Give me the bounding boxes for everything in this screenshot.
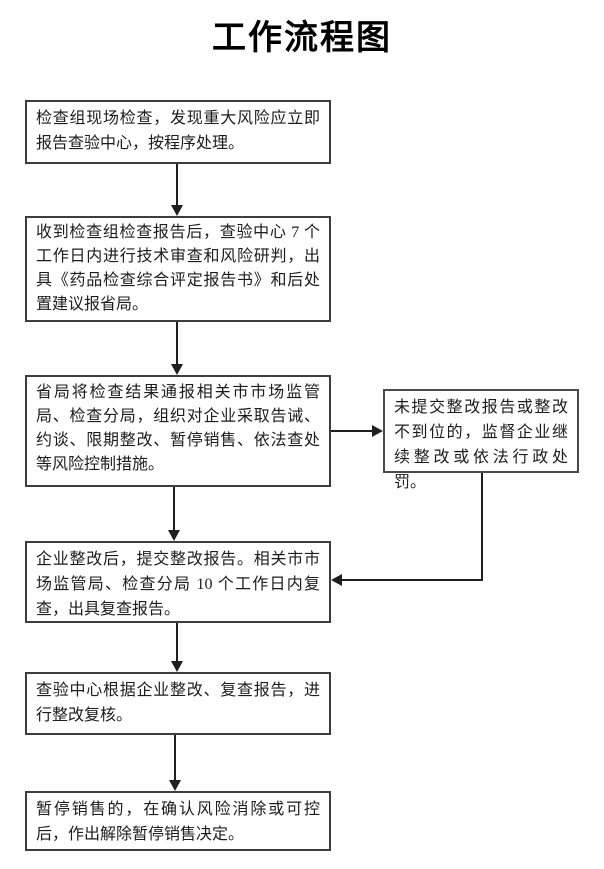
arrow-side-step4-head-icon xyxy=(331,574,342,586)
arrow-step4-step5-head-icon xyxy=(171,661,183,672)
arrow-step3-step4-head-icon xyxy=(168,530,180,541)
arrow-step3-side-line xyxy=(331,430,373,432)
arrow-step2-step3-head-icon xyxy=(171,364,183,375)
flow-node-step3: 省局将检查结果通报相关市市场监管局、检查分局，组织对企业采取告诫、约谈、限期整改… xyxy=(25,375,331,487)
flow-node-step2: 收到检查组检查报告后，查验中心 7 个工作日内进行技术审查和风险研判，出具《药品… xyxy=(25,216,331,322)
arrow-step3-side-head-icon xyxy=(372,425,383,437)
arrow-side-step4-vline xyxy=(481,473,483,581)
arrow-step1-step2-line xyxy=(176,164,178,206)
page-title: 工作流程图 xyxy=(212,20,392,57)
flow-node-step5: 查验中心根据企业整改、复查报告，进行整改复核。 xyxy=(25,672,331,735)
arrow-side-step4-hline xyxy=(340,579,483,581)
arrow-step3-step4-line xyxy=(173,487,175,531)
flow-node-side-note: 未提交整改报告或整改不到位的，监督企业继续整改或依法行政处罚。 xyxy=(383,389,579,491)
arrow-step2-step3-line xyxy=(176,322,178,365)
arrow-step1-step2-head-icon xyxy=(171,205,183,216)
flow-node-step6: 暂停销售的，在确认风险消除或可控后，作出解除暂停销售决定。 xyxy=(25,791,331,851)
arrow-step4-step5-line xyxy=(176,623,178,662)
arrow-step5-step6-line xyxy=(174,735,176,781)
flow-node-step1: 检查组现场检查，发现重大风险应立即报告查验中心，按程序处理。 xyxy=(25,100,331,164)
arrow-step5-step6-head-icon xyxy=(169,780,181,791)
flow-node-step4: 企业整改后，提交整改报告。相关市市场监管局、检查分局 10 个工作日内复查，出具… xyxy=(25,541,331,623)
